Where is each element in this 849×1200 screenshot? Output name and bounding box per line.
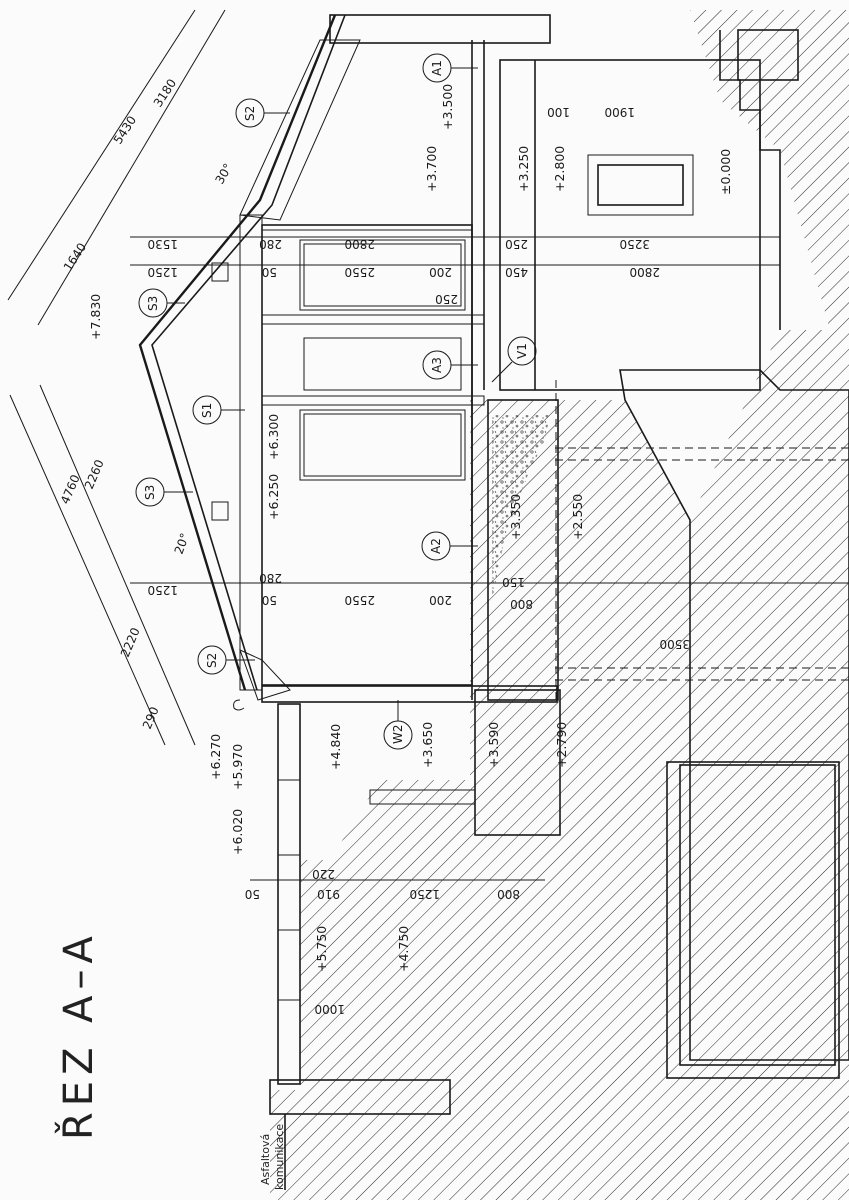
cellar-room [555, 369, 849, 1061]
level-6270: +6.270 [208, 734, 223, 780]
svg-text:W2: W2 [391, 725, 405, 745]
svg-text:S1: S1 [200, 403, 214, 418]
level-4750: +4.750 [396, 926, 411, 972]
lower-slab [261, 685, 558, 1190]
drawing-title: ŘEZ A–A [54, 930, 102, 1140]
level-4840: +4.840 [328, 724, 343, 770]
basement-room [666, 761, 840, 1079]
dim-2260: 2260 [82, 458, 107, 492]
svg-text:S3: S3 [146, 296, 160, 311]
dim-3180: 3180 [151, 76, 179, 109]
svg-text:1250: 1250 [409, 887, 440, 901]
svg-text:800: 800 [497, 887, 520, 901]
slope-30: 30° [212, 161, 235, 186]
level-2790: +2.790 [554, 722, 569, 768]
svg-text:S2: S2 [205, 653, 219, 668]
level-5750: +5.750 [314, 926, 329, 972]
svg-text:50: 50 [262, 265, 277, 279]
tag-S3: S3 [138, 288, 168, 318]
level-6020: +6.020 [230, 809, 245, 855]
level-6250: +6.250 [266, 474, 281, 520]
svg-text:2800: 2800 [629, 265, 660, 279]
dim-290: 290 [140, 705, 162, 732]
dim-4760: 4760 [58, 473, 83, 507]
svg-text:200: 200 [429, 265, 452, 279]
svg-text:250: 250 [435, 292, 458, 306]
tag-W2: W2 [383, 720, 413, 750]
tag-S2-lower: S2 [197, 645, 227, 675]
tag-S2: S2 [235, 98, 265, 128]
road-note-line2: komunikace [273, 1124, 286, 1190]
svg-text:2550: 2550 [344, 265, 375, 279]
svg-text:1530: 1530 [147, 237, 178, 251]
svg-text:280: 280 [259, 237, 282, 251]
component-tags: S2 S3 S1 S3 S2 A1 A2 A3 V1 W2 [135, 53, 537, 750]
level-2800: +2.800 [552, 146, 567, 192]
roof-dimensions: 5430 3180 1640 4760 2260 2220 290 [7, 9, 226, 746]
svg-text:1000: 1000 [314, 1002, 345, 1016]
slope-20: 20° [172, 531, 192, 556]
tag-S3-lower: S3 [135, 477, 165, 507]
level-7830: +7.830 [88, 294, 103, 340]
level-0000: ±0.000 [718, 149, 733, 195]
level-3590: +3.590 [486, 722, 501, 768]
svg-text:450: 450 [505, 265, 528, 279]
tag-S1: S1 [192, 395, 222, 425]
svg-text:S3: S3 [143, 485, 157, 500]
dim-5430: 5430 [111, 113, 139, 146]
svg-text:V1: V1 [515, 343, 529, 359]
ground-floor [499, 29, 799, 391]
roof [138, 14, 361, 711]
level-3700: +3.700 [424, 146, 439, 192]
foundation [474, 399, 561, 836]
svg-text:A2: A2 [429, 538, 443, 554]
svg-text:A3: A3 [430, 357, 444, 373]
svg-text:3500: 3500 [659, 637, 690, 651]
level-3250: +3.250 [516, 146, 531, 192]
level-3350: +3.350 [508, 494, 523, 540]
svg-text:S2: S2 [243, 106, 257, 121]
svg-text:800: 800 [510, 597, 533, 611]
dim-1640: 1640 [61, 240, 89, 273]
svg-text:250: 250 [505, 237, 528, 251]
svg-text:2550: 2550 [344, 593, 375, 607]
svg-text:3250: 3250 [619, 237, 650, 251]
svg-text:150: 150 [502, 575, 525, 589]
tag-V1: V1 [507, 336, 537, 366]
svg-text:50: 50 [262, 593, 277, 607]
svg-text:50: 50 [245, 887, 260, 901]
level-marks: +7.830 +6.300 +6.250 +6.270 +5.970 +6.02… [88, 84, 733, 972]
svg-text:1250: 1250 [147, 265, 178, 279]
svg-text:200: 200 [429, 593, 452, 607]
slope-labels: 30° 20° [172, 161, 236, 556]
road-note-line1: Asfaltová [259, 1134, 272, 1185]
svg-text:2800: 2800 [344, 237, 375, 251]
tag-A1: A1 [422, 53, 452, 83]
tag-A2: A2 [421, 531, 451, 561]
svg-text:A1: A1 [430, 60, 444, 76]
level-3500: +3.500 [440, 84, 455, 130]
svg-text:280: 280 [259, 571, 282, 585]
svg-text:1900: 1900 [604, 105, 635, 119]
svg-text:1250: 1250 [147, 583, 178, 597]
svg-text:220: 220 [312, 867, 335, 881]
svg-text:100: 100 [547, 105, 570, 119]
svg-text:910: 910 [317, 887, 340, 901]
upper-floor [261, 14, 551, 700]
section-dimensions: 1530 1250 280 50 2800 2550 200 250 250 4… [130, 105, 849, 1016]
tag-A3: A3 [422, 350, 452, 380]
dim-2220: 2220 [118, 626, 143, 660]
level-5970: +5.970 [230, 744, 245, 790]
level-3650: +3.650 [420, 722, 435, 768]
soil-hatching [270, 10, 849, 1200]
level-6300: +6.300 [266, 414, 281, 460]
level-2550: +2.550 [570, 494, 585, 540]
